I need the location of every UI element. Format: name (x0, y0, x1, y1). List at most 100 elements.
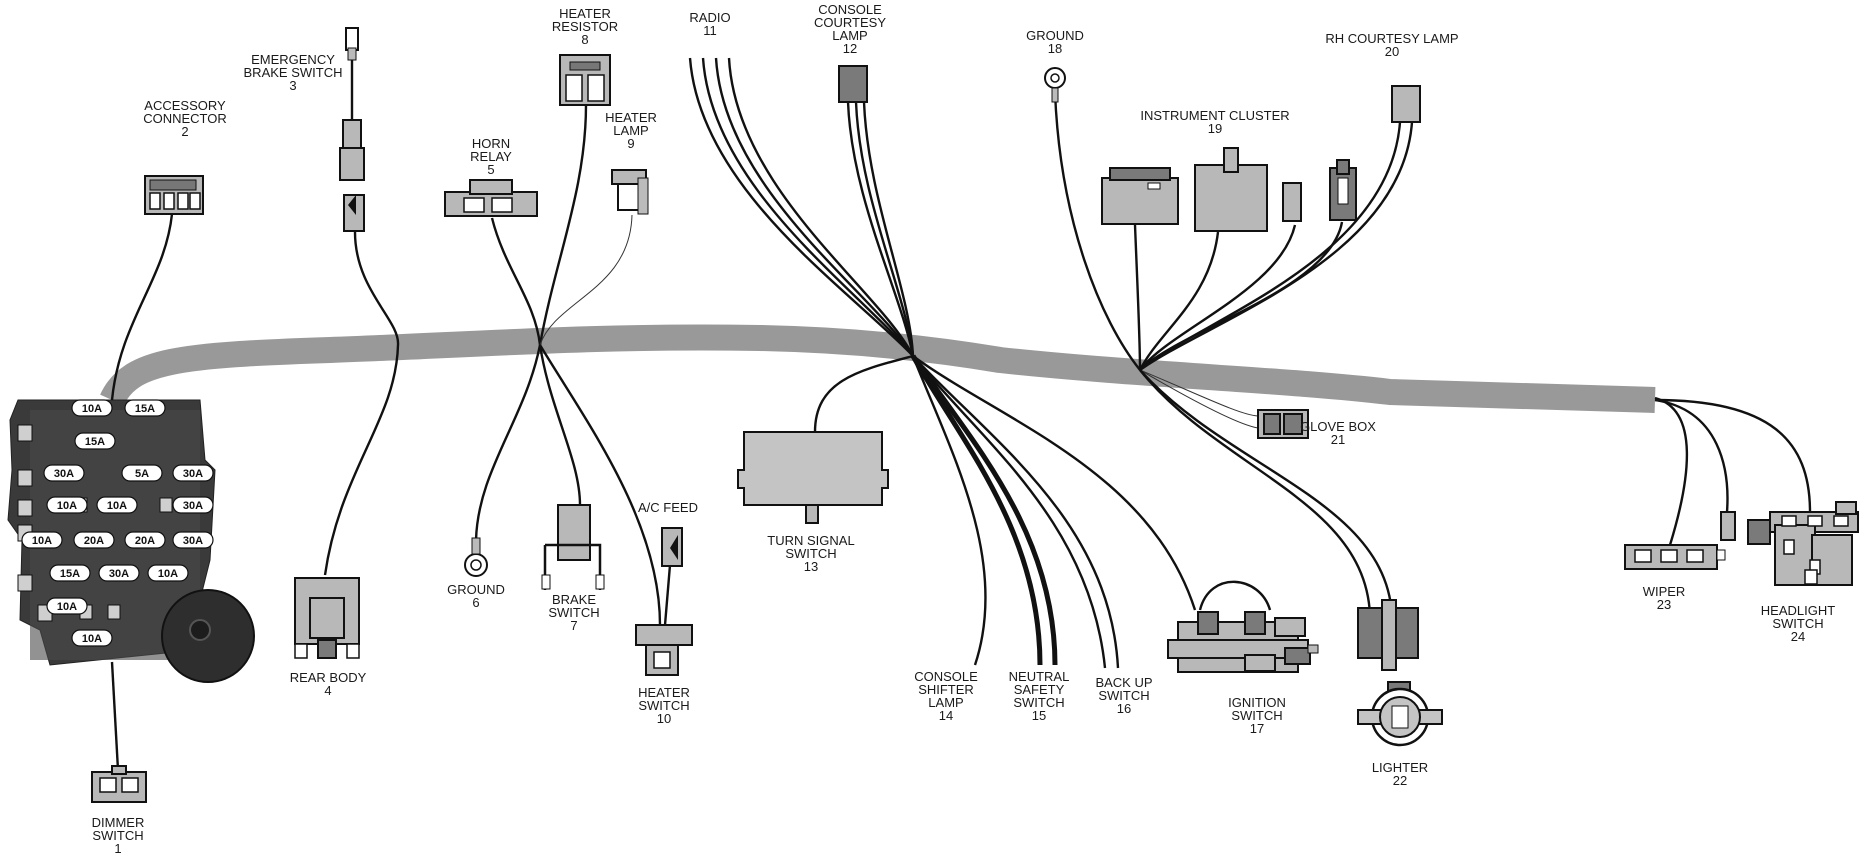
fuse-block: 10A 15A 15A 30A 5A 30A 10A 10A 30A 10A 20A 20A 30A 15… (7, 399, 255, 683)
wire-console-courtesy-3 (862, 101, 915, 357)
fuse: 20A (73, 531, 115, 549)
fuse-rating: 30A (109, 568, 129, 580)
heater-resistor-name-line: HEATER (559, 6, 611, 21)
rh-courtesy-lamp-number: 20 (1385, 44, 1399, 59)
fuse-rating: 30A (54, 468, 74, 480)
heater-lamp-name-line: LAMP (613, 123, 648, 138)
fuse: 30A (172, 496, 214, 514)
ignition-switch-number: 17 (1250, 721, 1264, 736)
fuse: 15A (124, 399, 166, 417)
fuse: 30A (172, 464, 214, 482)
fuse-rating: 30A (183, 468, 203, 480)
console-shifter-lamp-number: 14 (939, 708, 953, 723)
fuse-rating: 10A (57, 601, 77, 613)
wire-rh-courtesy-1 (1139, 121, 1402, 371)
wiper-number: 23 (1657, 597, 1671, 612)
brake-switch-name-line: BRAKE (552, 592, 596, 607)
rh-courtesy-lamp-name-line: RH COURTESY LAMP (1325, 31, 1458, 46)
wire-instrument-cluster-4 (1139, 221, 1344, 371)
wire-radio-2 (701, 57, 914, 357)
back-up-switch-name-line: SWITCH (1098, 688, 1149, 703)
wire-horn-relay (490, 217, 542, 346)
wire-lighter-1 (1139, 369, 1372, 616)
dimmer-switch-connector (91, 765, 147, 803)
main-harness (100, 324, 1656, 413)
wire-console-courtesy-1 (846, 101, 915, 357)
fuse: 15A (74, 432, 116, 450)
fuse-rating: 10A (82, 633, 102, 645)
wire-back-up-2 (912, 355, 1120, 669)
headlight-switch-name-line: SWITCH (1772, 616, 1823, 631)
wire-radio-4 (727, 57, 915, 357)
fuse: 30A (98, 564, 140, 582)
emergency-brake-switch-name-line: BRAKE SWITCH (244, 65, 343, 80)
console-courtesy-lamp-name-line: CONSOLE (818, 2, 882, 17)
wire-accessory-connector (110, 213, 174, 401)
fuse: 20A (124, 531, 166, 549)
lighter-number: 22 (1393, 773, 1407, 788)
component-labels: DIMMERSWITCH1ACCESSORYCONNECTOR2EMERGENC… (92, 2, 1836, 856)
wire-turn-signal (813, 354, 914, 433)
instrument-cluster-connectors (1101, 147, 1357, 232)
heater-switch-name-line: HEATER (638, 685, 690, 700)
back-up-switch-name-line: BACK UP (1095, 675, 1152, 690)
wire-rh-courtesy-2 (1139, 121, 1414, 371)
heater-resistor-number: 8 (581, 32, 588, 47)
turn-signal-switch-number: 13 (804, 559, 818, 574)
wiper-name-line: WIPER (1643, 584, 1686, 599)
turn-signal-switch-body (737, 431, 889, 524)
fuse-rating: 15A (60, 568, 80, 580)
brake-switch-name-line: SWITCH (548, 605, 599, 620)
brake-switch-device (541, 504, 605, 590)
wire-brake-switch (538, 344, 582, 506)
heater-switch-number: 10 (657, 711, 671, 726)
emergency-brake-switch-number: 3 (289, 78, 296, 93)
wire-wiper-aux (1654, 398, 1729, 513)
fuse: 10A (71, 399, 113, 417)
fuse: 10A (21, 531, 63, 549)
heater-lamp-socket (611, 169, 649, 215)
wire-ignition (912, 355, 1197, 611)
ground-18-terminal (1044, 67, 1066, 103)
wire-back-up-1 (912, 355, 1107, 669)
fuse: 10A (96, 496, 138, 514)
neutral-safety-switch-name-line: NEUTRAL (1009, 669, 1070, 684)
accessory-connector-name-line: ACCESSORY (144, 98, 226, 113)
wire-neutral-safety-2 (910, 354, 1058, 666)
glove-box-number: 21 (1331, 432, 1345, 447)
ignition-switch-body (1167, 611, 1319, 673)
wire-glove-box-2 (1139, 369, 1259, 429)
emergency-brake-switch-name-line: EMERGENCY (251, 52, 335, 67)
wire-lighter-2 (1139, 369, 1394, 616)
console-courtesy-lamp-name-line: COURTESY (814, 15, 886, 30)
fuse-rating: 10A (107, 500, 127, 512)
wire-ignition-loop (1198, 580, 1272, 611)
rh-courtesy-lamp-connector (1391, 85, 1421, 123)
ground-18-number: 18 (1048, 41, 1062, 56)
neutral-safety-switch-name-line: SAFETY (1014, 682, 1065, 697)
accessory-connector-name-line: CONNECTOR (143, 111, 227, 126)
fuse-rating: 30A (183, 535, 203, 547)
headlight-switch-body (1747, 501, 1859, 586)
wire-glove-box-1 (1139, 369, 1259, 417)
neutral-safety-switch-name-line: SWITCH (1013, 695, 1064, 710)
console-shifter-lamp-name-line: LAMP (928, 695, 963, 710)
accessory-connector-number: 2 (181, 124, 188, 139)
heater-lamp-number: 9 (627, 136, 634, 151)
ground-6-name-line: GROUND (447, 582, 505, 597)
wiper-connector (1624, 511, 1736, 570)
radio-name-line: RADIO (689, 10, 730, 25)
console-shifter-lamp-name-line: CONSOLE (914, 669, 978, 684)
fuse: 10A (46, 496, 88, 514)
fuse-rating: 5A (135, 468, 149, 480)
